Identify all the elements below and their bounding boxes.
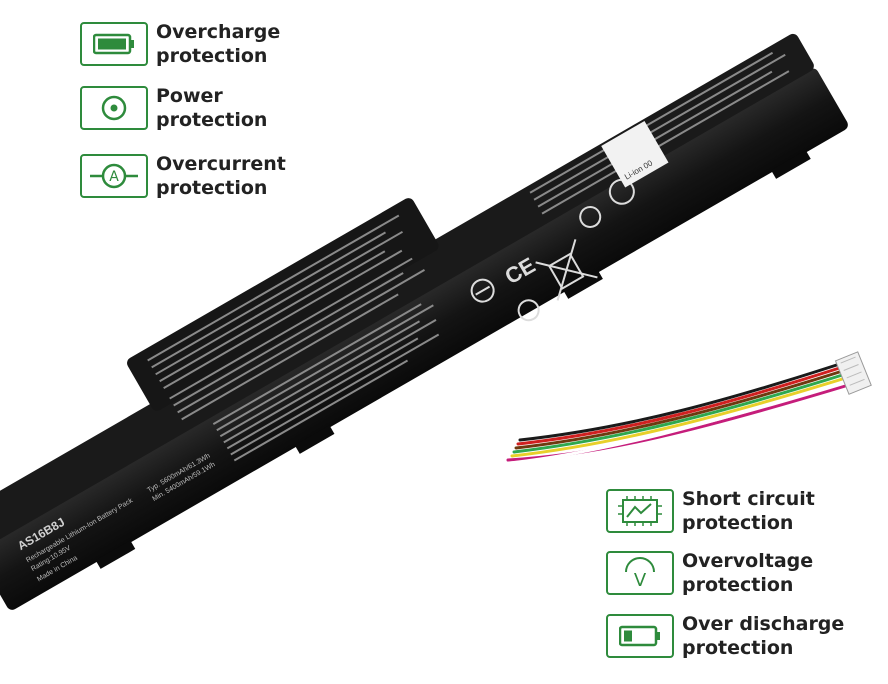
connector: [834, 351, 872, 395]
ammeter-icon: A: [80, 154, 148, 198]
wire-harness: [506, 358, 854, 465]
power-target-icon: [80, 86, 148, 130]
battery-body: AS16B8J Rechargeable Lithium-Ion Battery…: [0, 33, 848, 610]
battery-low-icon: [606, 614, 674, 658]
svg-text:V: V: [634, 570, 647, 590]
circuit-board-icon: [606, 489, 674, 533]
svg-text:A: A: [109, 169, 119, 185]
voltmeter-icon: V: [606, 551, 674, 595]
battery-full-icon: [80, 22, 148, 66]
